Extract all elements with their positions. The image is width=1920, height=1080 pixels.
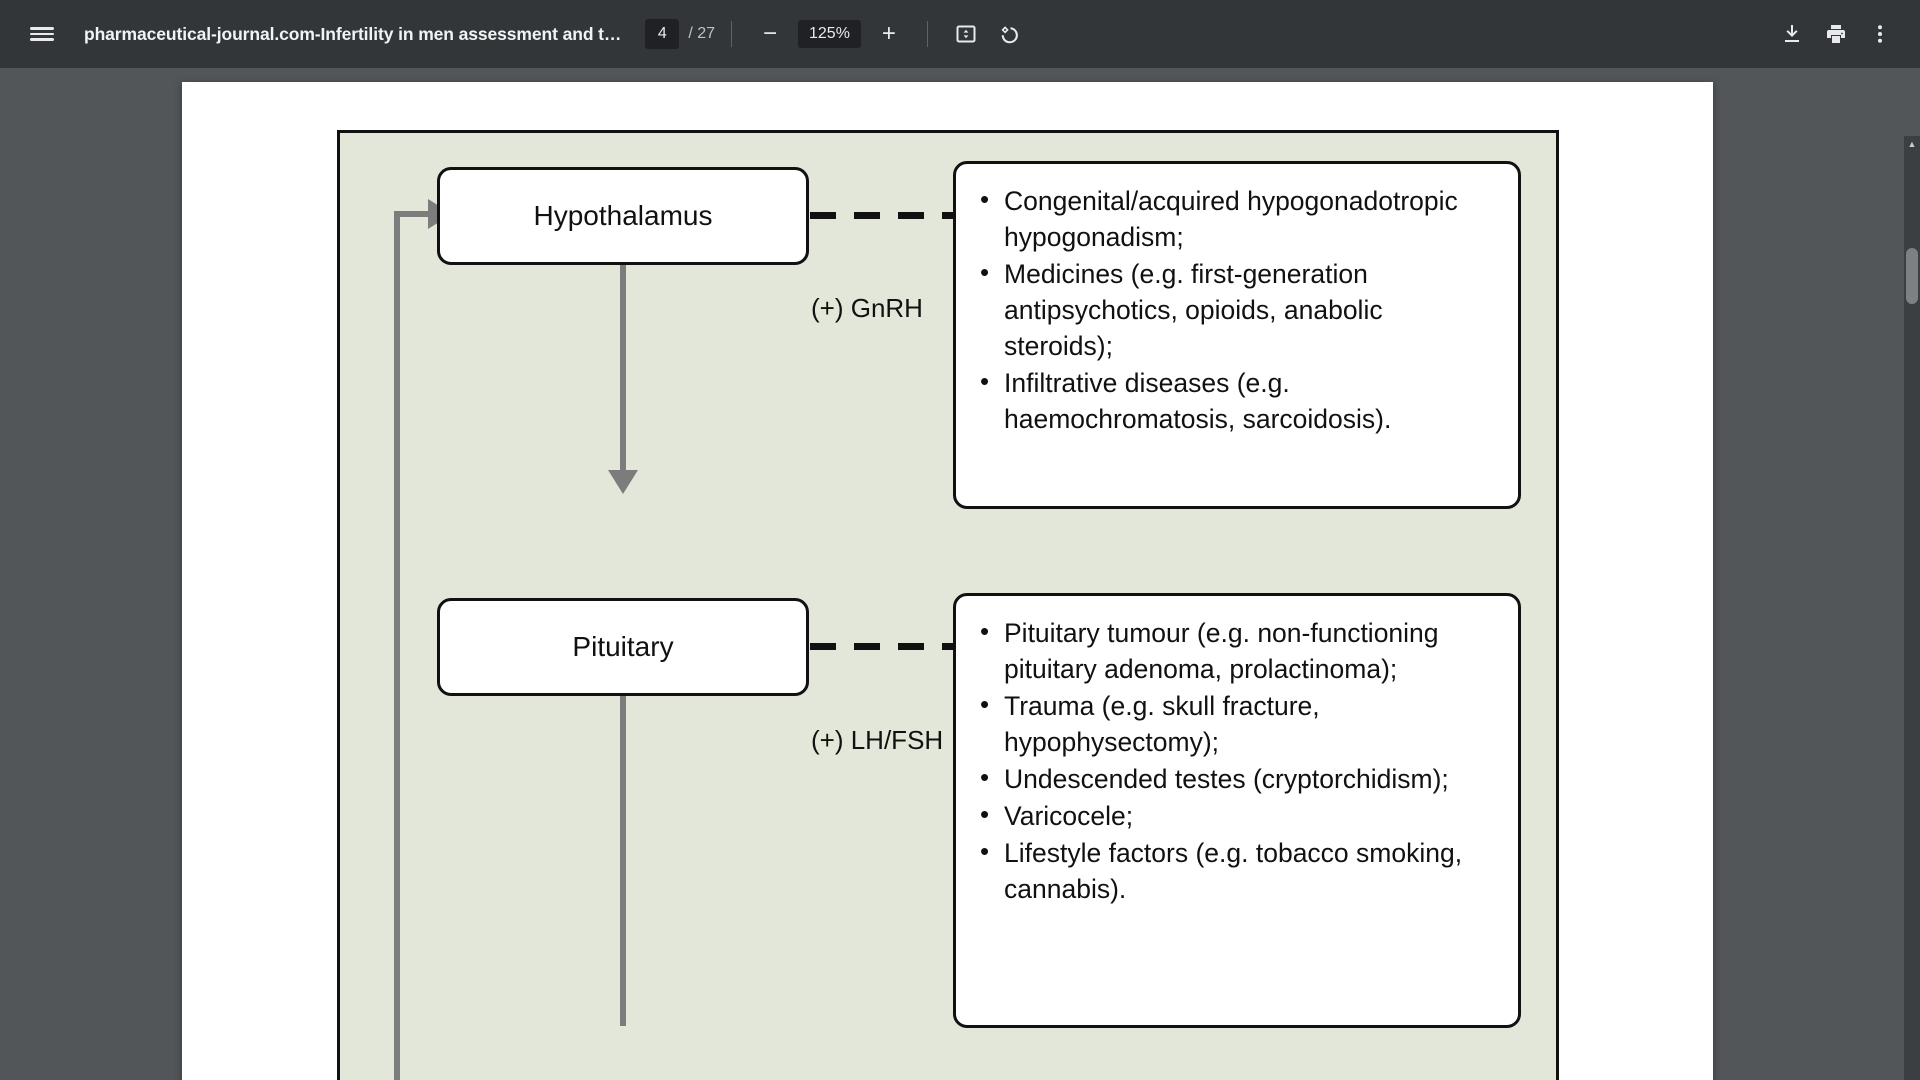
hamburger-bar bbox=[30, 27, 54, 30]
gnrh-arrow-line bbox=[620, 265, 626, 473]
page-total-label: / 27 bbox=[688, 25, 715, 42]
pdf-toolbar: pharmaceutical-journal.com-Infertility i… bbox=[0, 0, 1920, 68]
minus-icon: − bbox=[762, 20, 777, 47]
zoom-level-value[interactable]: 125% bbox=[798, 20, 861, 48]
page-number-input[interactable] bbox=[645, 19, 680, 49]
hypothalamus-causes-box: Congenital/acquired hypogonadotropic hyp… bbox=[953, 161, 1521, 509]
list-item: Congenital/acquired hypogonadotropic hyp… bbox=[974, 182, 1494, 255]
dashed-connector-pituitary bbox=[810, 643, 956, 650]
list-item: Trauma (e.g. skull fracture, hypophysect… bbox=[974, 687, 1494, 760]
document-title: pharmaceutical-journal.com-Infertility i… bbox=[84, 23, 622, 44]
feedback-loop-horizontal-line bbox=[394, 211, 434, 217]
download-button[interactable] bbox=[1770, 12, 1814, 56]
toolbar-right-actions bbox=[1770, 12, 1902, 56]
scroll-up-arrow[interactable]: ▲ bbox=[1907, 139, 1917, 149]
hpg-axis-diagram: Hypothalamus (+) GnRH Congenital/acquire… bbox=[337, 130, 1559, 1080]
node-pituitary-label: Pituitary bbox=[572, 631, 674, 662]
page-navigation: / 27 bbox=[645, 19, 715, 49]
feedback-loop-vertical-line bbox=[394, 211, 400, 1080]
hypothalamus-causes-list: Congenital/acquired hypogonadotropic hyp… bbox=[974, 182, 1494, 437]
list-item: Pituitary tumour (e.g. non-functioning p… bbox=[974, 614, 1494, 687]
list-item: Infiltrative diseases (e.g. haemochromat… bbox=[974, 364, 1494, 437]
pdf-page: Hypothalamus (+) GnRH Congenital/acquire… bbox=[182, 82, 1713, 1080]
pituitary-causes-list: Pituitary tumour (e.g. non-functioning p… bbox=[974, 614, 1494, 907]
download-icon bbox=[1785, 25, 1799, 42]
scrollbar-thumb[interactable] bbox=[1906, 248, 1918, 304]
node-hypothalamus: Hypothalamus bbox=[437, 167, 809, 265]
vertical-scrollbar[interactable]: ▲ bbox=[1904, 136, 1920, 1080]
edge-label-gnrh: (+) GnRH bbox=[811, 293, 923, 323]
node-pituitary: Pituitary bbox=[437, 598, 809, 696]
plus-icon: + bbox=[881, 20, 896, 47]
hamburger-menu-icon[interactable] bbox=[20, 12, 64, 56]
pdf-viewer-area: Hypothalamus (+) GnRH Congenital/acquire… bbox=[0, 68, 1920, 1080]
node-hypothalamus-label: Hypothalamus bbox=[533, 200, 713, 231]
hamburger-bar bbox=[30, 38, 54, 41]
rotate-button[interactable] bbox=[988, 12, 1032, 56]
zoom-controls: − 125% + bbox=[748, 12, 911, 56]
list-item: Varicocele; bbox=[974, 797, 1494, 834]
more-options-button[interactable] bbox=[1858, 12, 1902, 56]
lhfsh-arrow-line bbox=[620, 696, 626, 1026]
toolbar-divider bbox=[731, 21, 732, 47]
list-item: Undescended testes (cryptorchidism); bbox=[974, 760, 1494, 797]
list-item: Lifestyle factors (e.g. tobacco smoking,… bbox=[974, 834, 1494, 907]
rotate-counterclockwise-icon bbox=[1001, 26, 1018, 44]
print-button[interactable] bbox=[1814, 12, 1858, 56]
pituitary-causes-box: Pituitary tumour (e.g. non-functioning p… bbox=[953, 593, 1521, 1028]
dashed-connector-hypothalamus bbox=[810, 212, 956, 219]
list-item: Medicines (e.g. first-generation antipsy… bbox=[974, 255, 1494, 364]
edge-label-lhfsh: (+) LH/FSH bbox=[811, 725, 944, 755]
more-vertical-icon bbox=[1878, 25, 1882, 43]
zoom-in-button[interactable]: + bbox=[867, 12, 911, 56]
print-icon bbox=[1827, 25, 1845, 43]
toolbar-divider bbox=[926, 21, 928, 47]
fit-to-page-button[interactable] bbox=[944, 12, 988, 56]
fit-to-page-icon bbox=[956, 25, 976, 43]
hamburger-bar bbox=[30, 32, 54, 36]
gnrh-arrowhead bbox=[608, 470, 638, 494]
zoom-out-button[interactable]: − bbox=[748, 12, 792, 56]
